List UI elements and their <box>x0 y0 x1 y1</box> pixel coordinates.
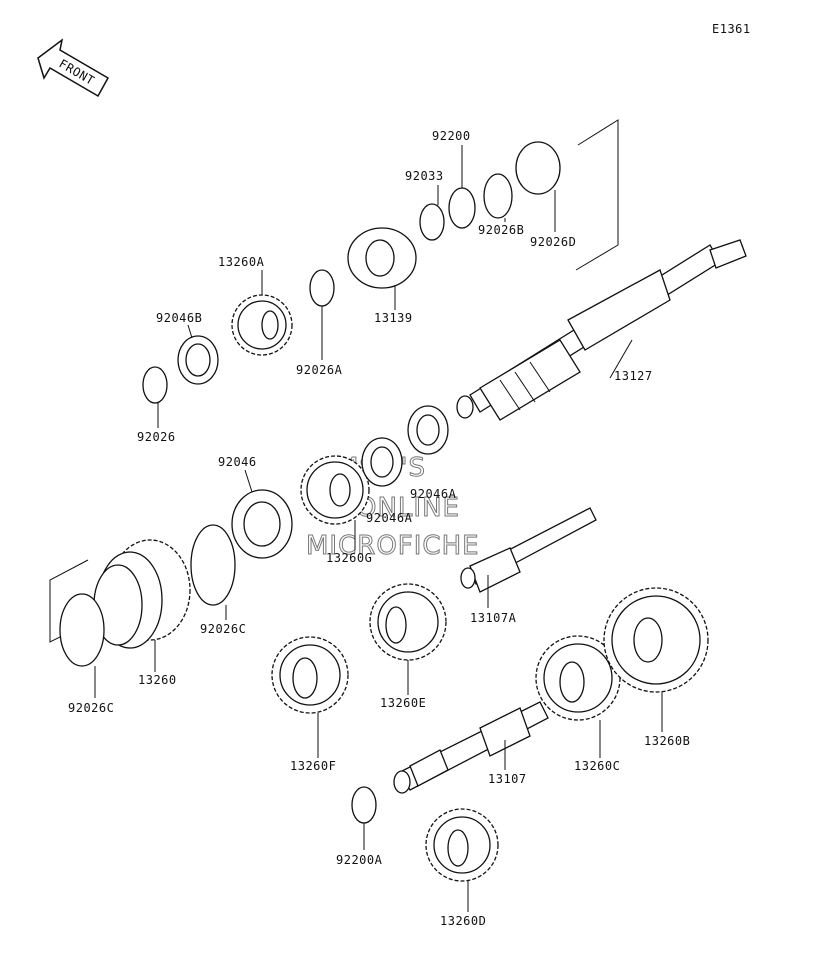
bearing-92046A-1 <box>407 405 449 455</box>
label-92200A: 92200A <box>336 853 383 867</box>
collar-92026D <box>515 141 561 195</box>
label-92046A-1: 92046A <box>410 487 457 501</box>
gear-13260B <box>603 587 709 693</box>
hub-13139 <box>347 227 417 289</box>
gear-13260G <box>300 455 370 525</box>
watermark-line-3: MICROFICHE <box>306 531 480 561</box>
label-13107A: 13107A <box>470 611 517 625</box>
washer-92200A <box>351 786 377 824</box>
leader-lines <box>94 145 663 912</box>
label-92026D: 92026D <box>530 235 576 249</box>
label-13139: 13139 <box>374 311 413 325</box>
watermark-line-2: ONLINE <box>356 493 460 523</box>
label-13260F: 13260F <box>290 759 336 773</box>
bearing-92046A-2 <box>361 437 403 487</box>
label-92026: 92026 <box>137 430 176 444</box>
label-13260B: 13260B <box>644 734 690 748</box>
bearing-92046B <box>177 335 219 385</box>
label-92200: 92200 <box>432 129 471 143</box>
circlip-92033 <box>419 203 445 241</box>
label-13127: 13127 <box>614 369 653 383</box>
label-92026B: 92026B <box>478 223 524 237</box>
gear-13260F <box>271 636 349 714</box>
shaft-13107 <box>393 701 549 794</box>
washer-92026B <box>483 173 513 219</box>
label-92026A: 92026A <box>296 363 343 377</box>
label-13260A: 13260A <box>218 255 265 269</box>
shaft-13127 <box>456 239 747 421</box>
washer-92026 <box>142 366 168 404</box>
label-13107: 13107 <box>488 772 527 786</box>
label-92033: 92033 <box>405 169 444 183</box>
bracket-top <box>575 119 619 271</box>
shaft-13107A <box>460 507 597 593</box>
gear-13260 <box>93 539 191 649</box>
watermark: MSM'S ONLINE MICROFICHE <box>306 453 480 562</box>
label-92046A-2: 92046A <box>366 511 413 525</box>
ring-92026C-2 <box>59 593 105 667</box>
gear-13260A <box>231 294 293 356</box>
front-arrow-icon: FRONT <box>37 38 110 98</box>
gear-13260D <box>425 808 499 882</box>
washer-92026A <box>309 269 335 307</box>
label-13260E: 13260E <box>380 696 426 710</box>
bearing-92046 <box>231 489 293 559</box>
label-13260D: 13260D <box>440 914 486 928</box>
label-13260C: 13260C <box>574 759 620 773</box>
washer-92200 <box>448 187 476 229</box>
diagram-code: E1361 <box>712 22 751 36</box>
label-92026C-2: 92026C <box>68 701 114 715</box>
label-13260: 13260 <box>138 673 177 687</box>
label-92026C-1: 92026C <box>200 622 246 636</box>
gear-13260E <box>369 583 447 661</box>
label-92046B: 92046B <box>156 311 202 325</box>
ring-92026C-1 <box>190 524 236 606</box>
label-13260G: 13260G <box>326 551 372 565</box>
label-92046: 92046 <box>218 455 257 469</box>
